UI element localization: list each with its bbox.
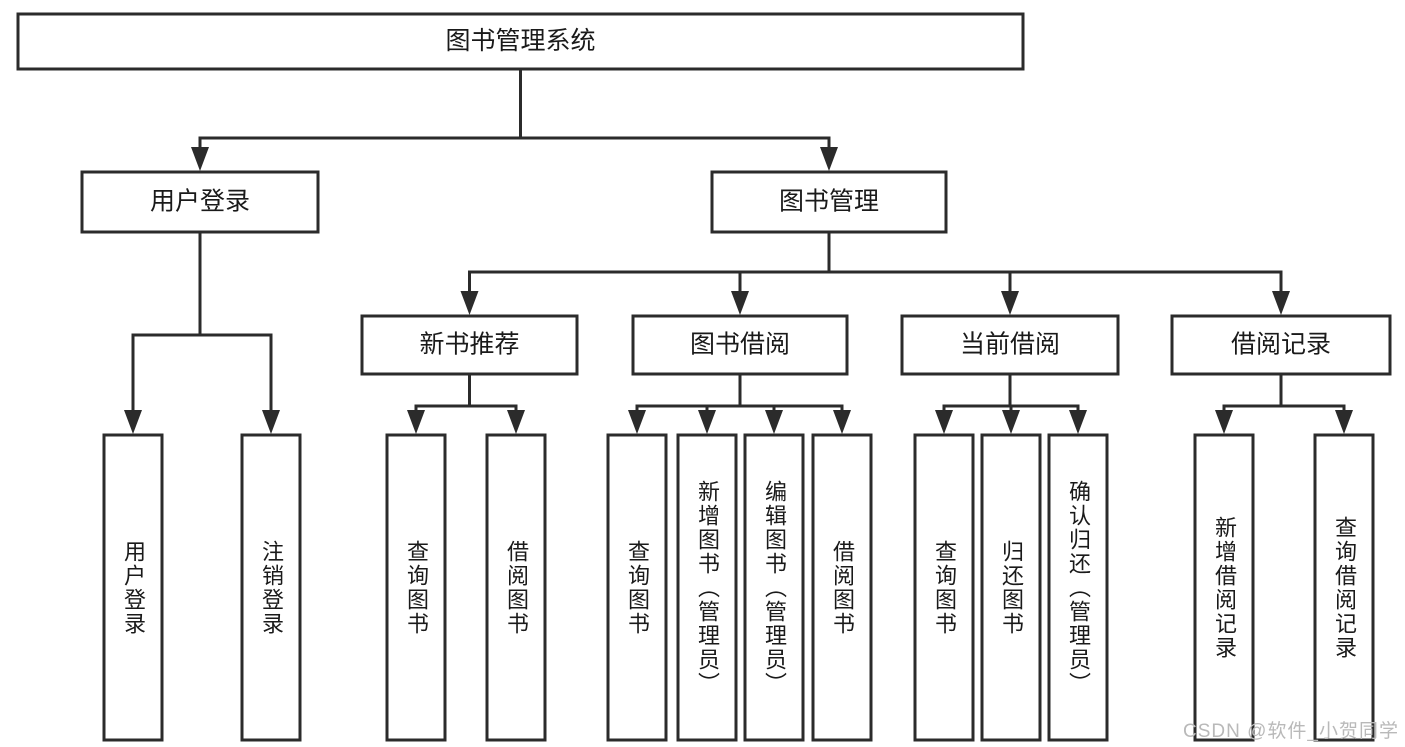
- arrow-head-icon: [765, 410, 783, 434]
- node-label-new-book-recommend: 新书推荐: [419, 331, 519, 359]
- connector-layer: [124, 67, 1353, 434]
- node-label-current-borrow: 当前借阅: [960, 331, 1060, 359]
- arrow-head-icon: [460, 291, 479, 315]
- arrow-head-icon: [262, 410, 280, 434]
- node-label-book-manage: 图书管理: [779, 188, 879, 216]
- node-box-leaf-query-record[interactable]: [1313, 433, 1375, 742]
- node-box-leaf-return-book[interactable]: [980, 433, 1042, 742]
- arrow-head-icon: [191, 147, 209, 171]
- arrow-head-icon: [1069, 410, 1087, 434]
- arrow-head-icon: [628, 410, 646, 434]
- arrow-head-icon: [1272, 291, 1290, 315]
- node-box-leaf-confirm-return[interactable]: [1047, 433, 1109, 742]
- node-label-user-login: 用户登录: [150, 188, 250, 216]
- node-label-book-borrow: 图书借阅: [690, 331, 790, 359]
- arrow-head-icon: [820, 147, 838, 171]
- arrow-head-icon: [698, 410, 716, 434]
- arrow-head-icon: [1001, 291, 1019, 315]
- arrow-head-icon: [833, 410, 851, 434]
- arrow-head-icon: [935, 410, 953, 434]
- node-box-borrow-record[interactable]: [1170, 314, 1392, 376]
- arrow-head-icon: [407, 410, 425, 434]
- node-box-leaf-query-book-2[interactable]: [606, 433, 668, 742]
- node-box-leaf-add-book[interactable]: [676, 433, 738, 742]
- arrow-head-icon: [124, 410, 142, 434]
- node-label-borrow-record: 借阅记录: [1231, 331, 1331, 359]
- node-box-user-login[interactable]: [80, 170, 320, 234]
- node-box-leaf-edit-book[interactable]: [743, 433, 805, 742]
- node-box-leaf-query-book-1[interactable]: [385, 433, 447, 742]
- node-box-leaf-borrow-book-2[interactable]: [811, 433, 873, 742]
- node-label-root: 图书管理系统: [445, 27, 595, 55]
- node-box-root[interactable]: [16, 12, 1025, 71]
- node-box-leaf-logout[interactable]: [240, 433, 302, 742]
- node-box-new-book-recommend[interactable]: [360, 314, 579, 376]
- arrow-head-icon: [1002, 410, 1020, 434]
- arrow-head-icon: [1335, 410, 1353, 434]
- node-box-leaf-add-record[interactable]: [1193, 433, 1255, 742]
- node-box-current-borrow[interactable]: [900, 314, 1120, 376]
- node-box-leaf-borrow-book-1[interactable]: [485, 433, 547, 742]
- arrow-head-icon: [1215, 410, 1233, 434]
- node-box-leaf-user-login[interactable]: [102, 433, 164, 742]
- arrow-head-icon: [507, 410, 525, 434]
- watermark-text: CSDN @软件_小贺同学: [1183, 721, 1399, 742]
- node-box-book-manage[interactable]: [710, 170, 948, 234]
- arrow-head-icon: [731, 291, 749, 315]
- node-box-book-borrow[interactable]: [631, 314, 849, 376]
- node-box-leaf-query-book-3[interactable]: [913, 433, 975, 742]
